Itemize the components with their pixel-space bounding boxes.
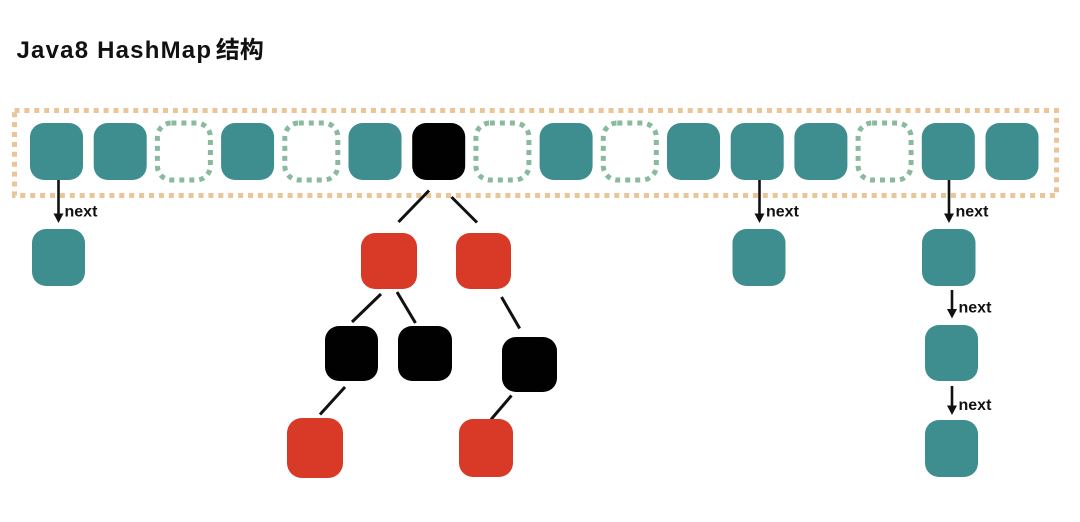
svg-text:next: next [959,397,993,414]
svg-text:next: next [65,203,99,220]
svg-text:next: next [766,203,800,220]
svg-text:Java8 HashMap: Java8 HashMap [17,37,213,64]
svg-text:next: next [956,203,990,220]
svg-text:next: next [959,300,993,317]
